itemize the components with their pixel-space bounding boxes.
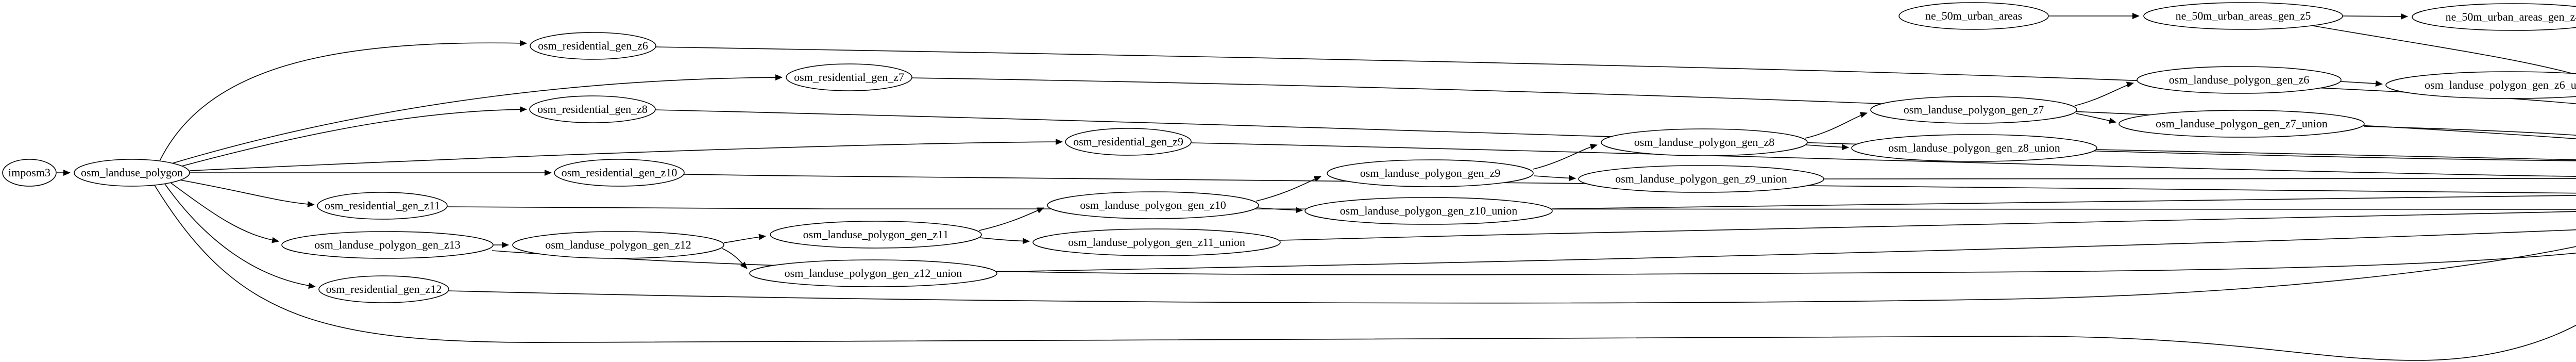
node-osm-landuse-polygon-gen-z6-union: osm_landuse_polygon_gen_z6_union bbox=[2385, 71, 2576, 99]
node-osm-residential-gen-z10: osm_residential_gen_z10 bbox=[554, 159, 685, 187]
svg-text:osm_landuse_polygon_gen_z12: osm_landuse_polygon_gen_z12 bbox=[545, 238, 691, 251]
edge-landuse-res-z12 bbox=[163, 182, 316, 289]
svg-text:osm_residential_gen_z11: osm_residential_gen_z11 bbox=[325, 199, 440, 212]
edge-resz9-row bbox=[1190, 142, 2576, 177]
edge-unionz12-row bbox=[996, 229, 2576, 272]
node-osm-landuse-polygon-gen-z10-union: osm_landuse_polygon_gen_z10_union bbox=[1304, 197, 1553, 225]
svg-text:osm_landuse_polygon_gen_z10: osm_landuse_polygon_gen_z10 bbox=[1080, 199, 1226, 211]
edge-landuse-res-z11 bbox=[174, 178, 315, 208]
svg-text:osm_landuse_polygon_gen_z7_uni: osm_landuse_polygon_gen_z7_union bbox=[2156, 117, 2328, 130]
node-ne-50m-urban-areas: ne_50m_urban_areas bbox=[1899, 2, 2049, 30]
edge-unionz9-row bbox=[1823, 178, 2576, 179]
node-osm-landuse-polygon-gen-z12-union: osm_landuse_polygon_gen_z12_union bbox=[749, 259, 997, 287]
node-ne-50m-urban-areas-gen-z5: ne_50m_urban_areas_gen_z5 bbox=[2143, 2, 2343, 30]
svg-text:osm_residential_gen_z12: osm_residential_gen_z12 bbox=[326, 283, 442, 295]
node-osm-landuse-polygon-gen-z11: osm_landuse_polygon_gen_z11 bbox=[770, 221, 982, 249]
svg-text:osm_residential_gen_z10: osm_residential_gen_z10 bbox=[562, 166, 677, 179]
svg-text:ne_50m_urban_areas_gen_z5: ne_50m_urban_areas_gen_z5 bbox=[2176, 9, 2311, 22]
edge-genz12-genz11 bbox=[723, 234, 766, 243]
edge-genz10-genz9 bbox=[1256, 176, 1321, 202]
edge-landuse-res-z9 bbox=[189, 139, 1063, 171]
edge-landuse-res-z7 bbox=[170, 74, 783, 164]
node-imposm3: imposm3 bbox=[2, 159, 57, 187]
edge-genz7-genz6 bbox=[2074, 81, 2134, 106]
svg-text:osm_landuse_polygon_gen_z6_uni: osm_landuse_polygon_gen_z6_union bbox=[2425, 78, 2576, 91]
edge-genz8-union bbox=[1806, 144, 1849, 151]
node-osm-residential-gen-z7: osm_residential_gen_z7 bbox=[786, 63, 912, 91]
node-osm-landuse-polygon-gen-z9: osm_landuse_polygon_gen_z9 bbox=[1327, 159, 1534, 187]
node-osm-landuse-polygon-gen-z10: osm_landuse_polygon_gen_z10 bbox=[1047, 191, 1259, 219]
node-osm-landuse-polygon-gen-z7-union: osm_landuse_polygon_gen_z7_union bbox=[2119, 110, 2365, 138]
svg-text:osm_landuse_polygon_gen_z9_uni: osm_landuse_polygon_gen_z9_union bbox=[1615, 172, 1787, 185]
edge-genz5-row bbox=[2307, 24, 2576, 75]
svg-text:imposm3: imposm3 bbox=[8, 166, 50, 179]
edge-genz10-union bbox=[1257, 207, 1303, 213]
edge-genz8-genz7 bbox=[1805, 112, 1868, 139]
edge-unionz10-row bbox=[1551, 194, 2576, 209]
node-osm-landuse-polygon-gen-z12: osm_landuse_polygon_gen_z12 bbox=[512, 231, 724, 259]
node-osm-residential-gen-z6: osm_residential_gen_z6 bbox=[530, 32, 656, 60]
node-osm-landuse-polygon-gen-z6: osm_landuse_polygon_gen_z6 bbox=[2137, 66, 2342, 94]
node-osm-landuse-polygon-gen-z13: osm_landuse_polygon_gen_z13 bbox=[281, 231, 494, 259]
node-osm-landuse-polygon-gen-z8: osm_landuse_polygon_gen_z8 bbox=[1601, 128, 1808, 156]
svg-text:osm_landuse_polygon_gen_z7: osm_landuse_polygon_gen_z7 bbox=[1904, 103, 2044, 116]
svg-text:osm_residential_gen_z8: osm_residential_gen_z8 bbox=[537, 103, 648, 116]
svg-text:osm_landuse_polygon_gen_z10_un: osm_landuse_polygon_gen_z10_union bbox=[1340, 204, 1518, 217]
svg-text:ne_50m_urban_areas_gen_z4: ne_50m_urban_areas_gen_z4 bbox=[2446, 10, 2576, 23]
node-osm-landuse-polygon-gen-z7: osm_landuse_polygon_gen_z7 bbox=[1870, 96, 2077, 124]
edge-resz12-row bbox=[448, 246, 2576, 304]
edge-landuse-res-z8 bbox=[176, 106, 527, 168]
svg-text:osm_landuse_polygon_gen_z8_uni: osm_landuse_polygon_gen_z8_union bbox=[1888, 141, 2060, 154]
edge-genz7-union bbox=[2075, 113, 2116, 124]
edge-landuse-res-z6 bbox=[159, 40, 527, 161]
svg-text:ne_50m_urban_areas: ne_50m_urban_areas bbox=[1925, 9, 2022, 22]
node-osm-landuse-polygon: osm_landuse_polygon bbox=[74, 159, 190, 187]
edge-genz9-genz8 bbox=[1533, 143, 1598, 170]
svg-text:osm_residential_gen_z9: osm_residential_gen_z9 bbox=[1073, 135, 1183, 148]
edge-genz9-union bbox=[1534, 175, 1576, 182]
svg-text:osm_landuse_polygon_gen_z12_un: osm_landuse_polygon_gen_z12_union bbox=[785, 267, 962, 279]
node-ne-50m-urban-areas-gen-z4: ne_50m_urban_areas_gen_z4 bbox=[2412, 3, 2576, 31]
svg-text:osm_landuse_polygon_gen_z8: osm_landuse_polygon_gen_z8 bbox=[1634, 136, 1775, 149]
edge-resz7-row bbox=[911, 77, 2576, 139]
edge-genz12-union bbox=[722, 248, 748, 269]
node-osm-landuse-polygon-gen-z8-union: osm_landuse_polygon_gen_z8_union bbox=[1851, 134, 2097, 162]
svg-text:osm_landuse_polygon_gen_z11_un: osm_landuse_polygon_gen_z11_union bbox=[1068, 236, 1245, 249]
svg-text:osm_landuse_polygon_gen_z6: osm_landuse_polygon_gen_z6 bbox=[2169, 73, 2310, 86]
edge-genz11-genz10 bbox=[978, 207, 1044, 231]
node-osm-residential-gen-z11: osm_residential_gen_z11 bbox=[317, 192, 448, 220]
svg-text:osm_residential_gen_z6: osm_residential_gen_z6 bbox=[538, 39, 648, 52]
edge-genz11-union bbox=[979, 237, 1030, 244]
edge-genz6-union bbox=[2340, 80, 2383, 87]
node-osm-residential-gen-z12: osm_residential_gen_z12 bbox=[318, 275, 449, 303]
node-osm-landuse-polygon-gen-z11-union: osm_landuse_polygon_gen_z11_union bbox=[1032, 228, 1281, 256]
svg-text:osm_landuse_polygon: osm_landuse_polygon bbox=[81, 166, 183, 179]
edge-resz6-row bbox=[655, 46, 2576, 104]
edge-genz5-genz4 bbox=[2343, 13, 2408, 20]
node-osm-residential-gen-z8: osm_residential_gen_z8 bbox=[529, 95, 656, 123]
node-osm-residential-gen-z9: osm_residential_gen_z9 bbox=[1065, 128, 1192, 156]
node-osm-landuse-polygon-gen-z9-union: osm_landuse_polygon_gen_z9_union bbox=[1578, 165, 1824, 193]
svg-text:osm_landuse_polygon_gen_z9: osm_landuse_polygon_gen_z9 bbox=[1360, 167, 1501, 179]
svg-text:osm_residential_gen_z7: osm_residential_gen_z7 bbox=[794, 71, 904, 84]
edge-landuse-gen-z13 bbox=[168, 181, 279, 243]
svg-text:osm_landuse_polygon_gen_z13: osm_landuse_polygon_gen_z13 bbox=[314, 238, 461, 251]
svg-text:osm_landuse_polygon_gen_z11: osm_landuse_polygon_gen_z11 bbox=[803, 228, 949, 241]
edge-unionz7-row bbox=[2363, 126, 2576, 136]
